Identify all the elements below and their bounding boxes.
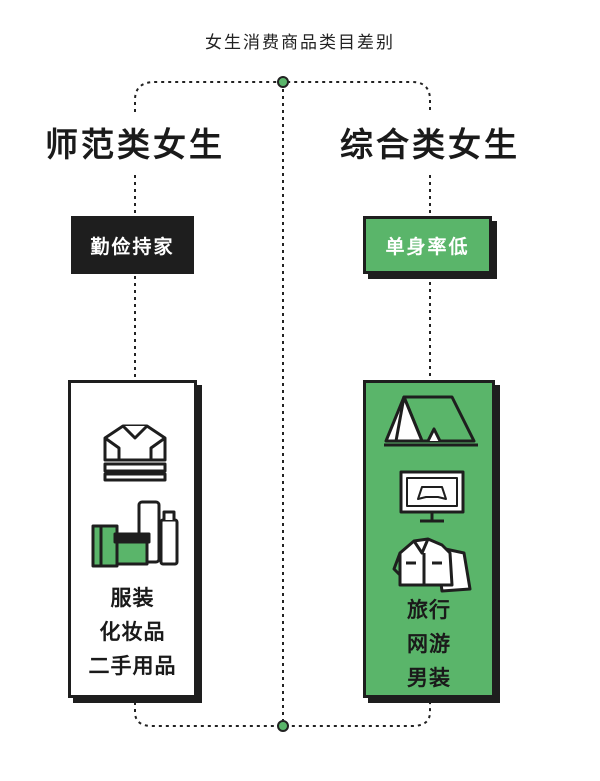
list-item: 服装 bbox=[110, 586, 155, 610]
list-item: 网游 bbox=[407, 632, 451, 656]
left-tag: 勤俭持家 bbox=[71, 216, 194, 274]
bottom-node bbox=[277, 720, 289, 732]
list-item: 化妆品 bbox=[99, 620, 166, 644]
right-panel: 旅行 网游 男装 bbox=[363, 380, 495, 698]
right-heading: 综合类女生 bbox=[340, 125, 520, 164]
list-item: 旅行 bbox=[407, 598, 451, 622]
page-title: 女生消费商品类目差别 bbox=[205, 33, 395, 53]
list-item: 男装 bbox=[407, 666, 451, 690]
jacket-icon bbox=[392, 537, 472, 593]
left-panel: 服装 化妆品 二手用品 bbox=[68, 380, 197, 698]
top-node bbox=[277, 76, 289, 88]
right-item-list: 旅行 网游 男装 bbox=[366, 593, 492, 695]
list-item: 二手用品 bbox=[88, 654, 177, 678]
left-heading: 师范类女生 bbox=[45, 125, 225, 164]
tent-icon bbox=[384, 395, 478, 447]
right-tag: 单身率低 bbox=[363, 216, 492, 274]
monitor-gamepad-icon bbox=[399, 470, 465, 523]
cosmetics-icon bbox=[91, 500, 179, 568]
folded-clothes-icon bbox=[103, 424, 167, 482]
left-item-list: 服装 化妆品 二手用品 bbox=[71, 581, 194, 683]
